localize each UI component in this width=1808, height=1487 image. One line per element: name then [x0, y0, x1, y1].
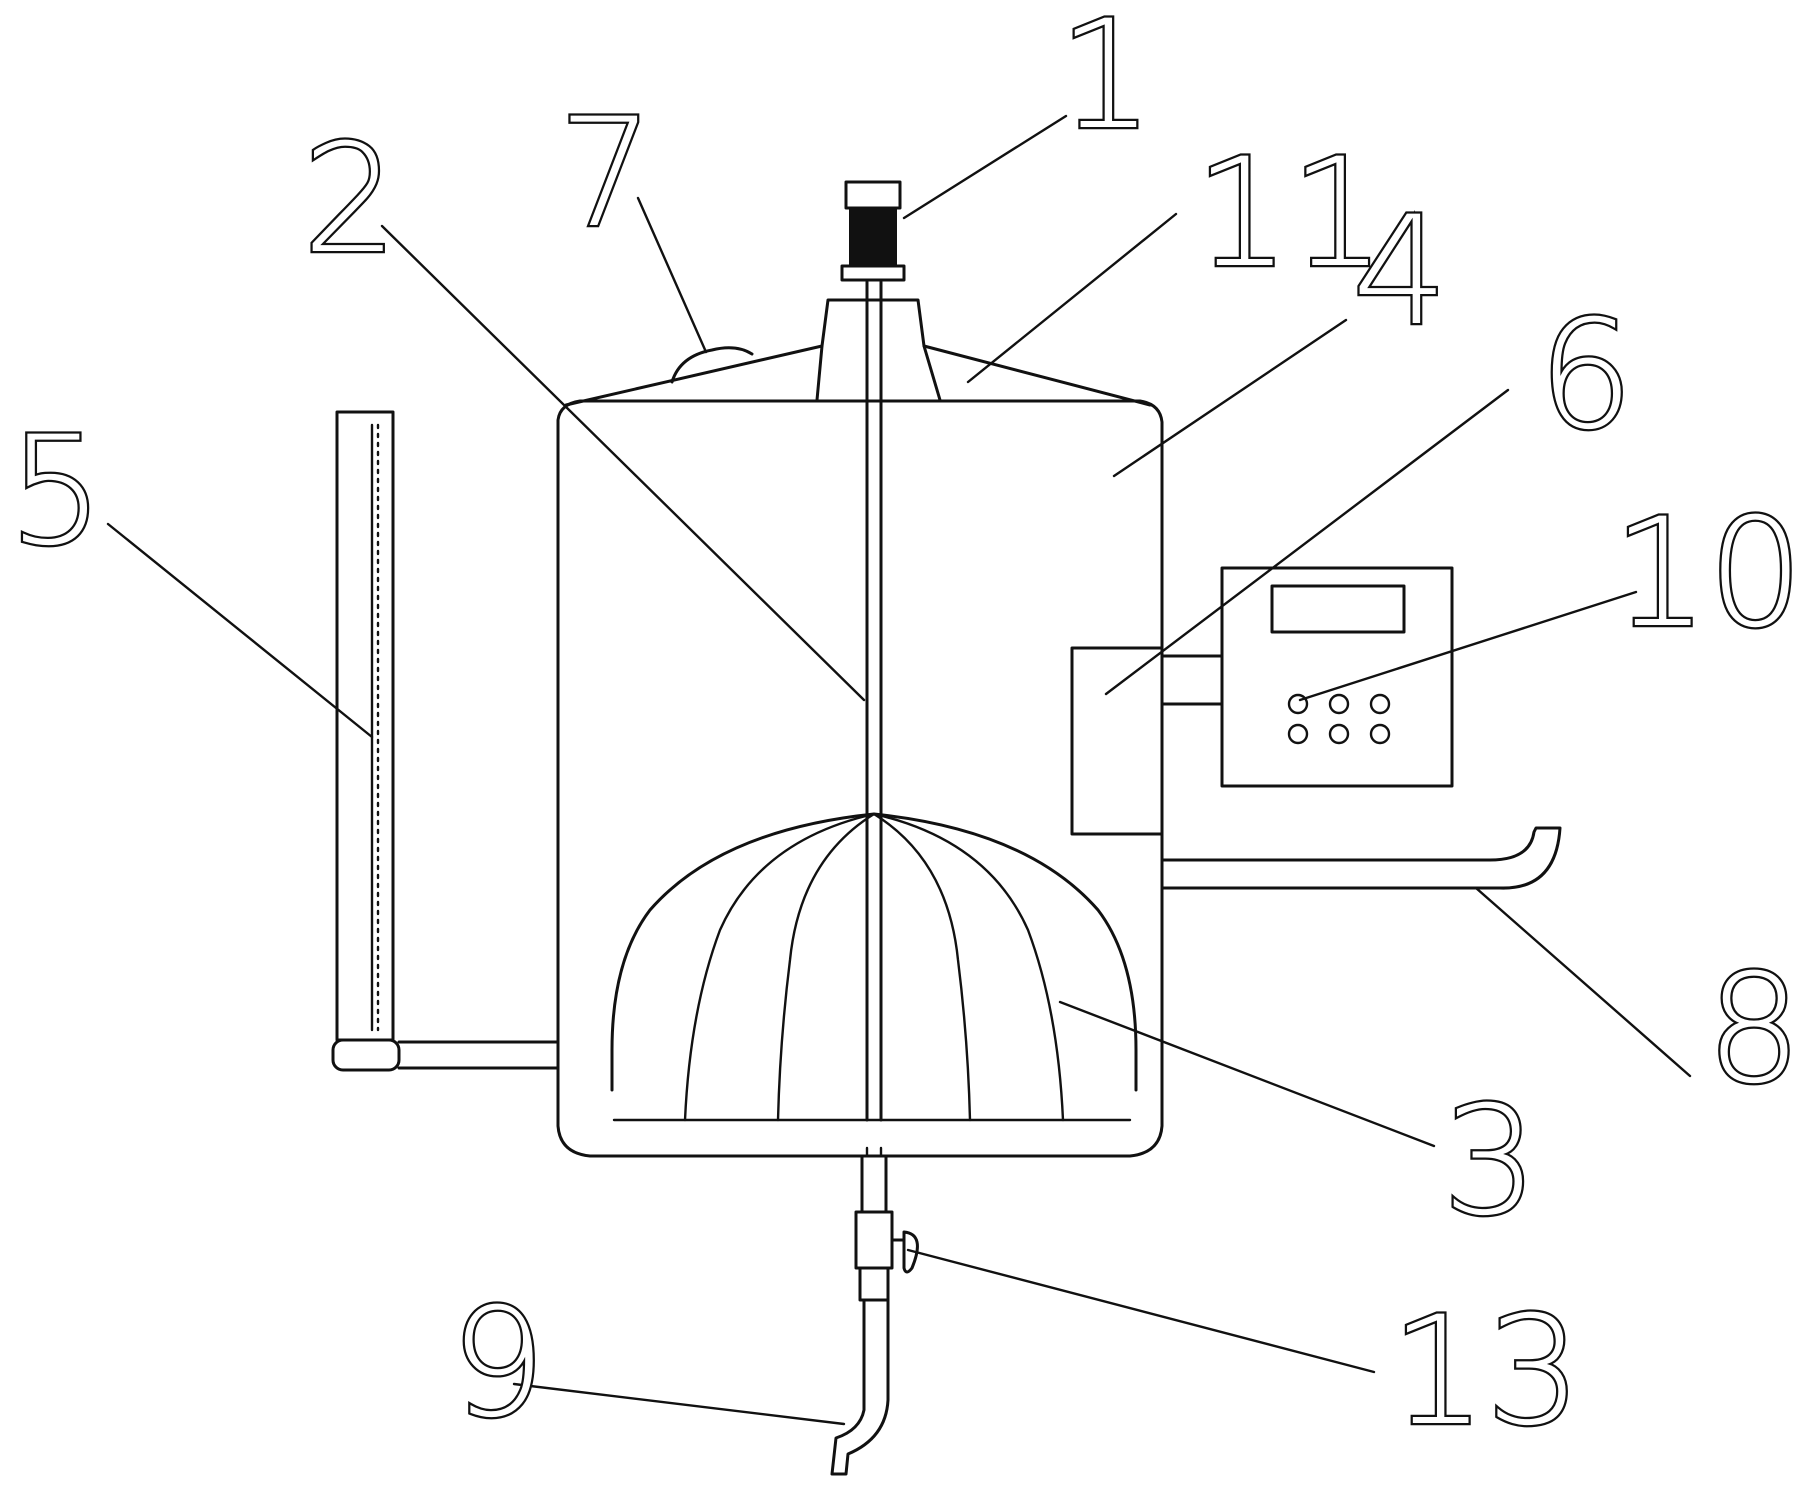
- label-2: 2: [300, 111, 400, 290]
- svg-text:4: 4: [1352, 185, 1447, 359]
- label-8: 8: [1704, 941, 1804, 1120]
- level-gauge: [331, 410, 560, 1072]
- control-buttons: [1287, 693, 1391, 745]
- svg-text:11: 11: [1195, 127, 1386, 301]
- label-13: 13: [1388, 1283, 1583, 1462]
- label-3: 3: [1440, 1073, 1540, 1252]
- svg-text:7: 7: [558, 87, 653, 261]
- label-1: 1: [1056, 0, 1156, 165]
- label-5: 5: [6, 403, 106, 582]
- svg-text:8: 8: [1706, 943, 1801, 1117]
- heater-box: [1070, 646, 1224, 836]
- svg-text:2: 2: [302, 113, 397, 287]
- label-4: 4: [1350, 183, 1450, 362]
- feed-inlet: [670, 346, 754, 384]
- label-11: 11: [1192, 125, 1387, 304]
- svg-text:13: 13: [1391, 1285, 1582, 1459]
- drain-assembly: [830, 1154, 919, 1476]
- label-10: 10: [1610, 485, 1805, 664]
- label-6: 6: [1536, 287, 1636, 466]
- leader-lines: [106, 114, 1692, 1426]
- svg-text:3: 3: [1442, 1075, 1537, 1249]
- control-panel: [1220, 566, 1454, 788]
- stirring-frame: [610, 812, 1138, 1122]
- svg-text:6: 6: [1538, 289, 1633, 463]
- label-7: 7: [556, 85, 656, 264]
- outlet-pipe-right: [1160, 826, 1562, 890]
- motor: [840, 180, 906, 282]
- label-9: 9: [448, 1275, 548, 1454]
- svg-text:1: 1: [1058, 0, 1153, 163]
- svg-text:9: 9: [450, 1277, 545, 1451]
- motor-mount: [815, 298, 942, 402]
- tank-body: [556, 399, 1164, 1158]
- svg-text:10: 10: [1613, 487, 1804, 661]
- shaft: [865, 280, 883, 1158]
- tank-lid: [564, 344, 1152, 407]
- svg-text:5: 5: [8, 405, 103, 579]
